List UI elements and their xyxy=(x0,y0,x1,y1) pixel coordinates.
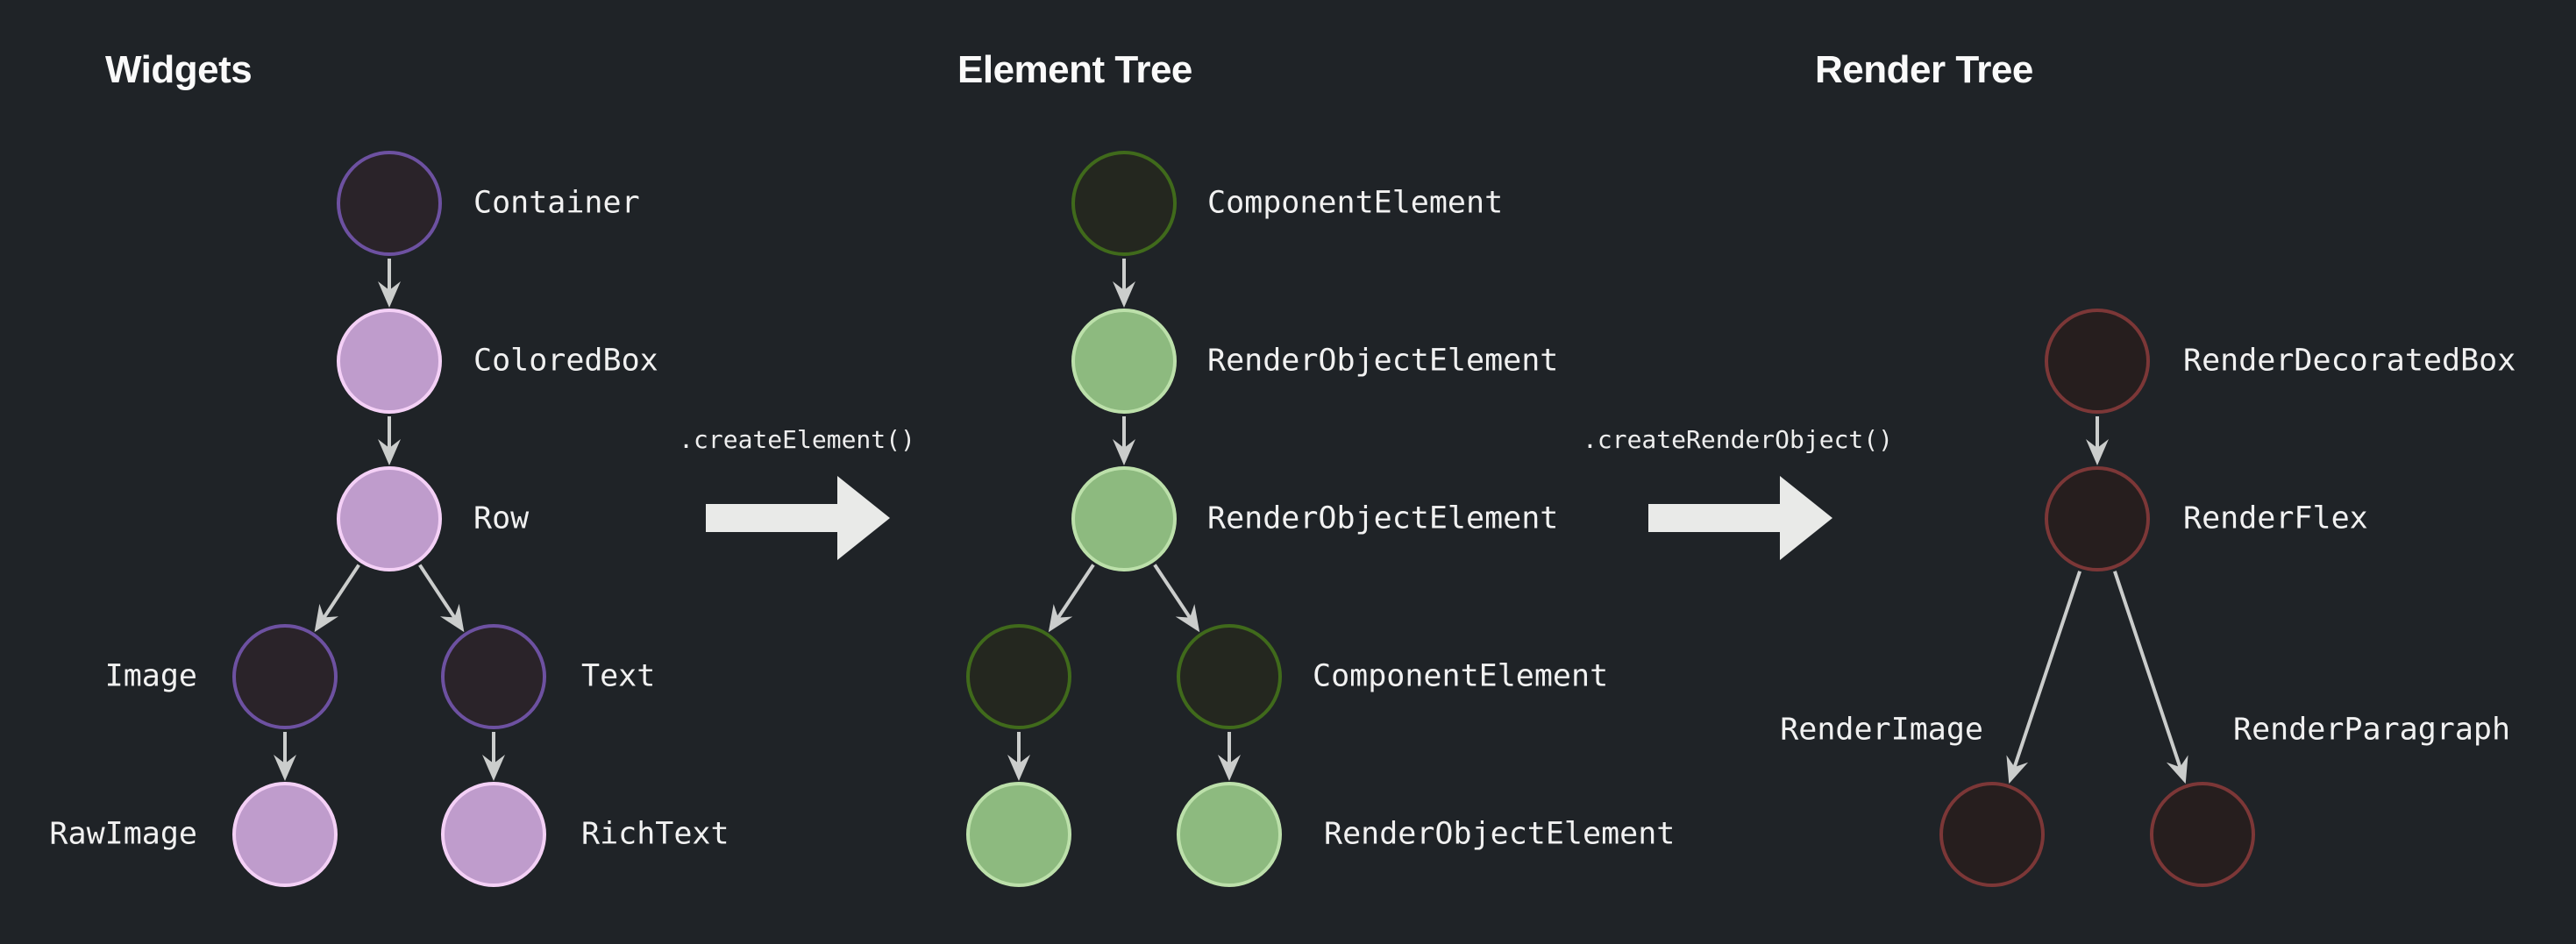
arrowhead-icon xyxy=(1048,604,1073,633)
tree-node-row xyxy=(337,466,442,571)
tree-node-renderparagraph xyxy=(2150,782,2255,887)
node-label-row: Row xyxy=(473,500,530,536)
arrowhead-icon xyxy=(1175,604,1200,633)
tree-edge xyxy=(418,564,456,619)
tree-node-componentelement-2 xyxy=(966,624,1071,729)
arrowhead-icon xyxy=(1113,281,1135,308)
arrowhead-icon xyxy=(439,603,465,633)
node-label-renderparagraph: RenderParagraph xyxy=(2233,712,2511,748)
arrowhead-icon xyxy=(1113,439,1135,465)
transform-arrow-icon xyxy=(1648,476,1832,560)
node-label-renderdecoratedbox: RenderDecoratedBox xyxy=(2183,343,2516,379)
section-title-element-tree: Element Tree xyxy=(957,48,1192,91)
tree-node-renderobjectelement-2 xyxy=(1071,466,1177,571)
node-label-renderimage: RenderImage xyxy=(1780,712,1983,748)
tree-node-coloredbox xyxy=(337,309,442,414)
node-label-renderflex: RenderFlex xyxy=(2183,500,2368,536)
tree-node-container xyxy=(337,151,442,256)
tree-edge xyxy=(2012,571,2081,768)
node-label-componentelement-3: ComponentElement xyxy=(1313,658,1609,694)
tree-node-renderobjectelement-4 xyxy=(1177,782,1282,887)
tree-node-renderdecoratedbox xyxy=(2045,309,2150,414)
arrowhead-icon xyxy=(274,755,296,781)
arrowhead-icon xyxy=(482,755,505,781)
tree-node-image xyxy=(232,624,338,729)
section-title-render-tree: Render Tree xyxy=(1815,48,2033,91)
tree-node-componentelement-1 xyxy=(1071,151,1177,256)
arrowhead-icon xyxy=(378,439,401,465)
arrowhead-icon xyxy=(2086,439,2109,465)
tree-node-rawimage xyxy=(232,782,338,887)
arrowhead-icon xyxy=(2006,755,2029,784)
tree-node-renderobjectelement-1 xyxy=(1071,309,1177,414)
node-label-renderobjectelement-2: RenderObjectElement xyxy=(1207,500,1559,536)
node-label-componentelement-1: ComponentElement xyxy=(1207,185,1504,221)
transform-method-label: .createElement() xyxy=(679,425,915,454)
tree-edge xyxy=(2113,571,2182,768)
arrowhead-icon xyxy=(2166,755,2188,784)
transform-arrow-icon xyxy=(706,476,890,560)
tree-node-text xyxy=(441,624,546,729)
node-label-text: Text xyxy=(581,658,656,694)
tree-edge xyxy=(323,564,360,619)
tree-node-renderflex xyxy=(2045,466,2150,571)
node-label-container: Container xyxy=(473,185,640,221)
tree-node-renderobjectelement-3 xyxy=(966,782,1071,887)
node-label-coloredbox: ColoredBox xyxy=(473,343,658,379)
tree-edge xyxy=(1153,564,1192,619)
arrowhead-icon xyxy=(378,281,401,308)
tree-node-renderimage xyxy=(1939,782,2045,887)
section-title-widgets: Widgets xyxy=(105,48,253,91)
node-label-image: Image xyxy=(104,658,197,694)
tree-edge xyxy=(1057,564,1095,619)
tree-node-componentelement-3 xyxy=(1177,624,1282,729)
node-label-renderobjectelement-1: RenderObjectElement xyxy=(1207,343,1559,379)
arrowhead-icon xyxy=(1007,755,1030,781)
node-label-renderobjectelement-4: RenderObjectElement xyxy=(1324,816,1676,852)
node-label-rawimage: RawImage xyxy=(49,816,197,852)
arrowhead-icon xyxy=(314,603,339,633)
tree-node-richtext xyxy=(441,782,546,887)
transform-method-label: .createRenderObject() xyxy=(1582,425,1894,454)
arrowhead-icon xyxy=(1218,755,1241,781)
node-label-richtext: RichText xyxy=(581,816,729,852)
